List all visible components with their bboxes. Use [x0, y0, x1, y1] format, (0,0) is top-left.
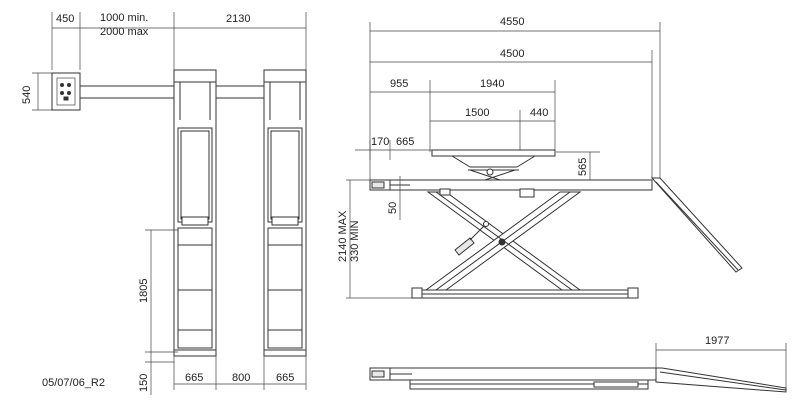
- hydraulic-cylinder: [454, 237, 475, 256]
- dim-bottom-offset: 150: [138, 374, 150, 392]
- dim-ramp-length: 1977: [705, 335, 729, 347]
- drawing-code: 05/07/06_R2: [42, 377, 105, 389]
- main-platform: [369, 179, 653, 191]
- dim-platform-width-left: 665: [185, 372, 203, 384]
- dim-gap-max: 2000 max: [100, 26, 149, 38]
- lifting-pad: [431, 149, 556, 157]
- dim-overall-length: 4500: [500, 48, 524, 60]
- lowered-view: 1977: [369, 335, 787, 393]
- dim-overall-width: 2130: [226, 13, 250, 25]
- lowered-ramp: [655, 367, 787, 393]
- dim-overall-length-ramps: 4550: [500, 16, 524, 28]
- dim-gap-min: 1000 min.: [100, 12, 148, 24]
- dim-pad-height: 565: [577, 158, 589, 176]
- left-platform: [173, 69, 217, 357]
- control-console: [51, 72, 81, 111]
- dim-platform-width-right: 665: [276, 372, 294, 384]
- side-view: 4550 4500 955 1940 1500 440 170 665 565: [337, 16, 743, 299]
- dim-to-pads: 955: [390, 78, 408, 90]
- dim-platform-section: 1805: [138, 279, 150, 303]
- dim-end-stop: 170: [371, 136, 389, 148]
- dim-height-max: 2140 MAX: [337, 210, 349, 262]
- dim-pad-width: 665: [396, 136, 414, 148]
- dim-console-width: 450: [56, 13, 74, 25]
- dim-console-depth: 540: [21, 86, 33, 104]
- dim-platform-thickness: 50: [387, 202, 399, 214]
- dim-between-platforms: 800: [232, 372, 250, 384]
- dim-pad-inner: 1500: [465, 107, 489, 119]
- plan-view: 450 1000 min. 2000 max 2130 540: [21, 12, 307, 395]
- dim-height-min: 330 MIN: [349, 220, 361, 262]
- scissor-mechanism: [424, 188, 582, 291]
- dim-pad-end: 440: [530, 107, 548, 119]
- lowered-platform: [369, 367, 657, 381]
- right-platform: [263, 69, 307, 357]
- dim-pad-span: 1940: [480, 78, 504, 90]
